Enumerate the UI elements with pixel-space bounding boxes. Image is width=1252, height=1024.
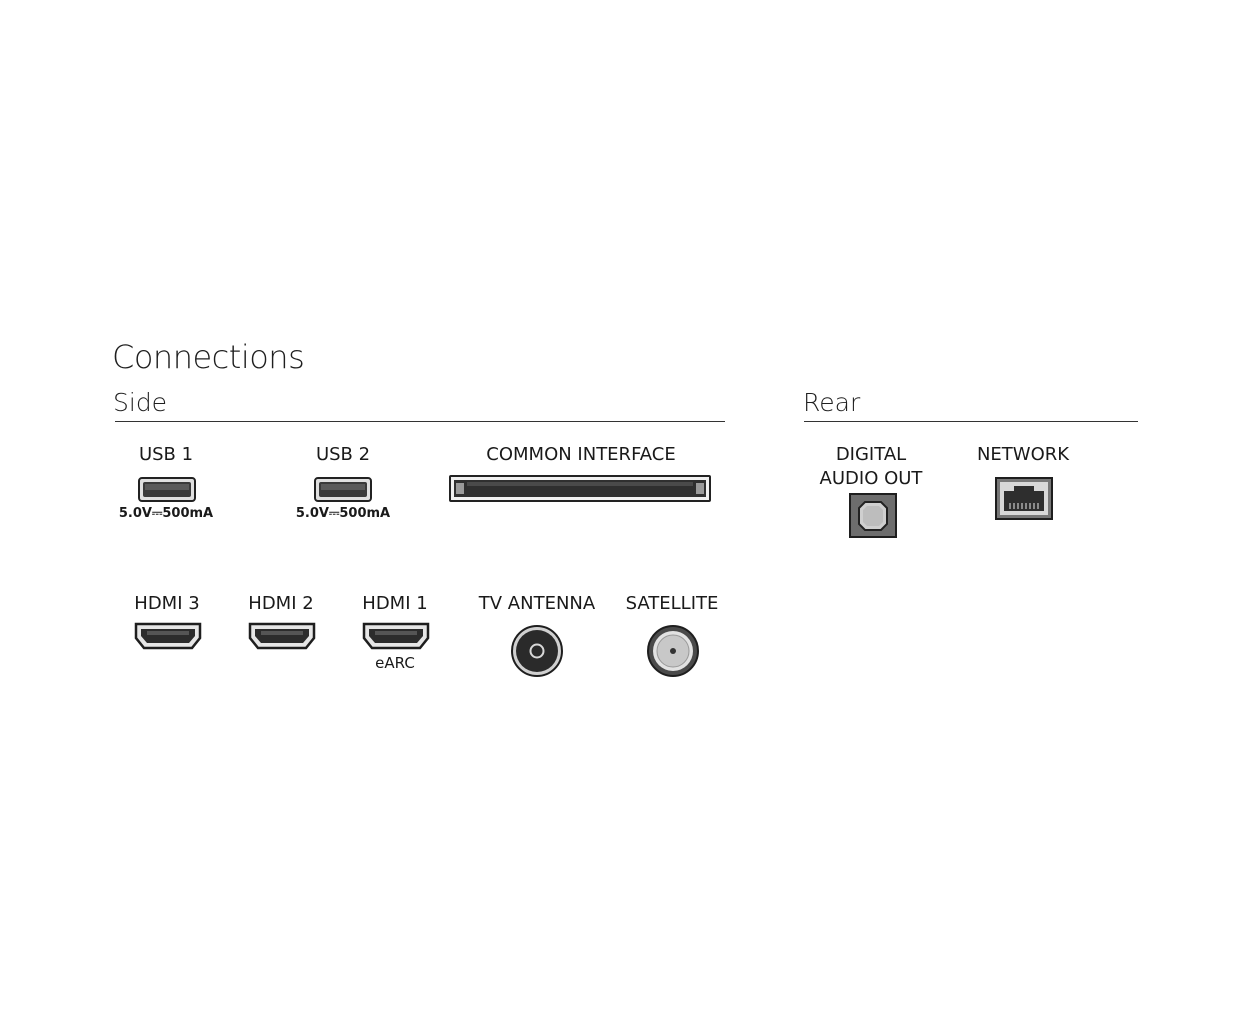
- hdmi-port-icon: [362, 622, 430, 650]
- port-label-common-interface: COMMON INTERFACE: [486, 444, 676, 465]
- satellite-port-icon: [647, 625, 699, 677]
- optical-port-icon: [849, 493, 897, 538]
- usb-port-icon: [138, 477, 196, 502]
- port-label-hdmi2: HDMI 2: [248, 593, 314, 614]
- port-sub-hdmi1: eARC: [375, 654, 415, 672]
- section-divider-side: [115, 421, 725, 422]
- section-title-side: Side: [113, 388, 168, 417]
- ci-slot-icon: [449, 475, 711, 502]
- port-hdmi2: HDMI 2: [231, 592, 331, 616]
- port-label-digital-audio-out-line1: DIGITAL: [835, 444, 907, 465]
- port-usb2: USB 2: [283, 443, 403, 467]
- usb-port-icon: [314, 477, 372, 502]
- port-label-hdmi1: HDMI 1: [362, 593, 428, 614]
- port-spec-usb1: 5.0V⎓500mA: [118, 506, 214, 521]
- port-tv-antenna: TV ANTENNA: [462, 592, 612, 616]
- port-network: NETWORK: [962, 443, 1084, 467]
- hdmi-port-icon: [134, 622, 202, 650]
- ethernet-port-icon: [995, 477, 1053, 520]
- port-label-usb2: USB 2: [315, 444, 371, 465]
- port-usb1: USB 1: [106, 443, 226, 467]
- port-hdmi3: HDMI 3: [117, 592, 217, 616]
- port-satellite: SATELLITE: [612, 592, 732, 616]
- port-label-usb1: USB 1: [138, 444, 194, 465]
- port-label-hdmi3: HDMI 3: [134, 593, 200, 614]
- port-label-digital-audio-out-line2: AUDIO OUT: [819, 468, 923, 489]
- hdmi-port-icon: [248, 622, 316, 650]
- antenna-port-icon: [511, 625, 563, 677]
- port-digital-audio-out: DIGITAL AUDIO OUT: [800, 443, 942, 491]
- port-spec-usb2: 5.0V⎓500mA: [295, 506, 391, 521]
- port-label-tv-antenna: TV ANTENNA: [478, 593, 596, 614]
- port-hdmi1: HDMI 1: [345, 592, 445, 616]
- section-title-rear: Rear: [803, 388, 861, 417]
- section-divider-rear: [804, 421, 1138, 422]
- port-common-interface: COMMON INTERFACE: [450, 443, 712, 467]
- port-label-network: NETWORK: [976, 444, 1070, 465]
- page-title: Connections: [112, 338, 305, 376]
- port-label-satellite: SATELLITE: [625, 593, 719, 614]
